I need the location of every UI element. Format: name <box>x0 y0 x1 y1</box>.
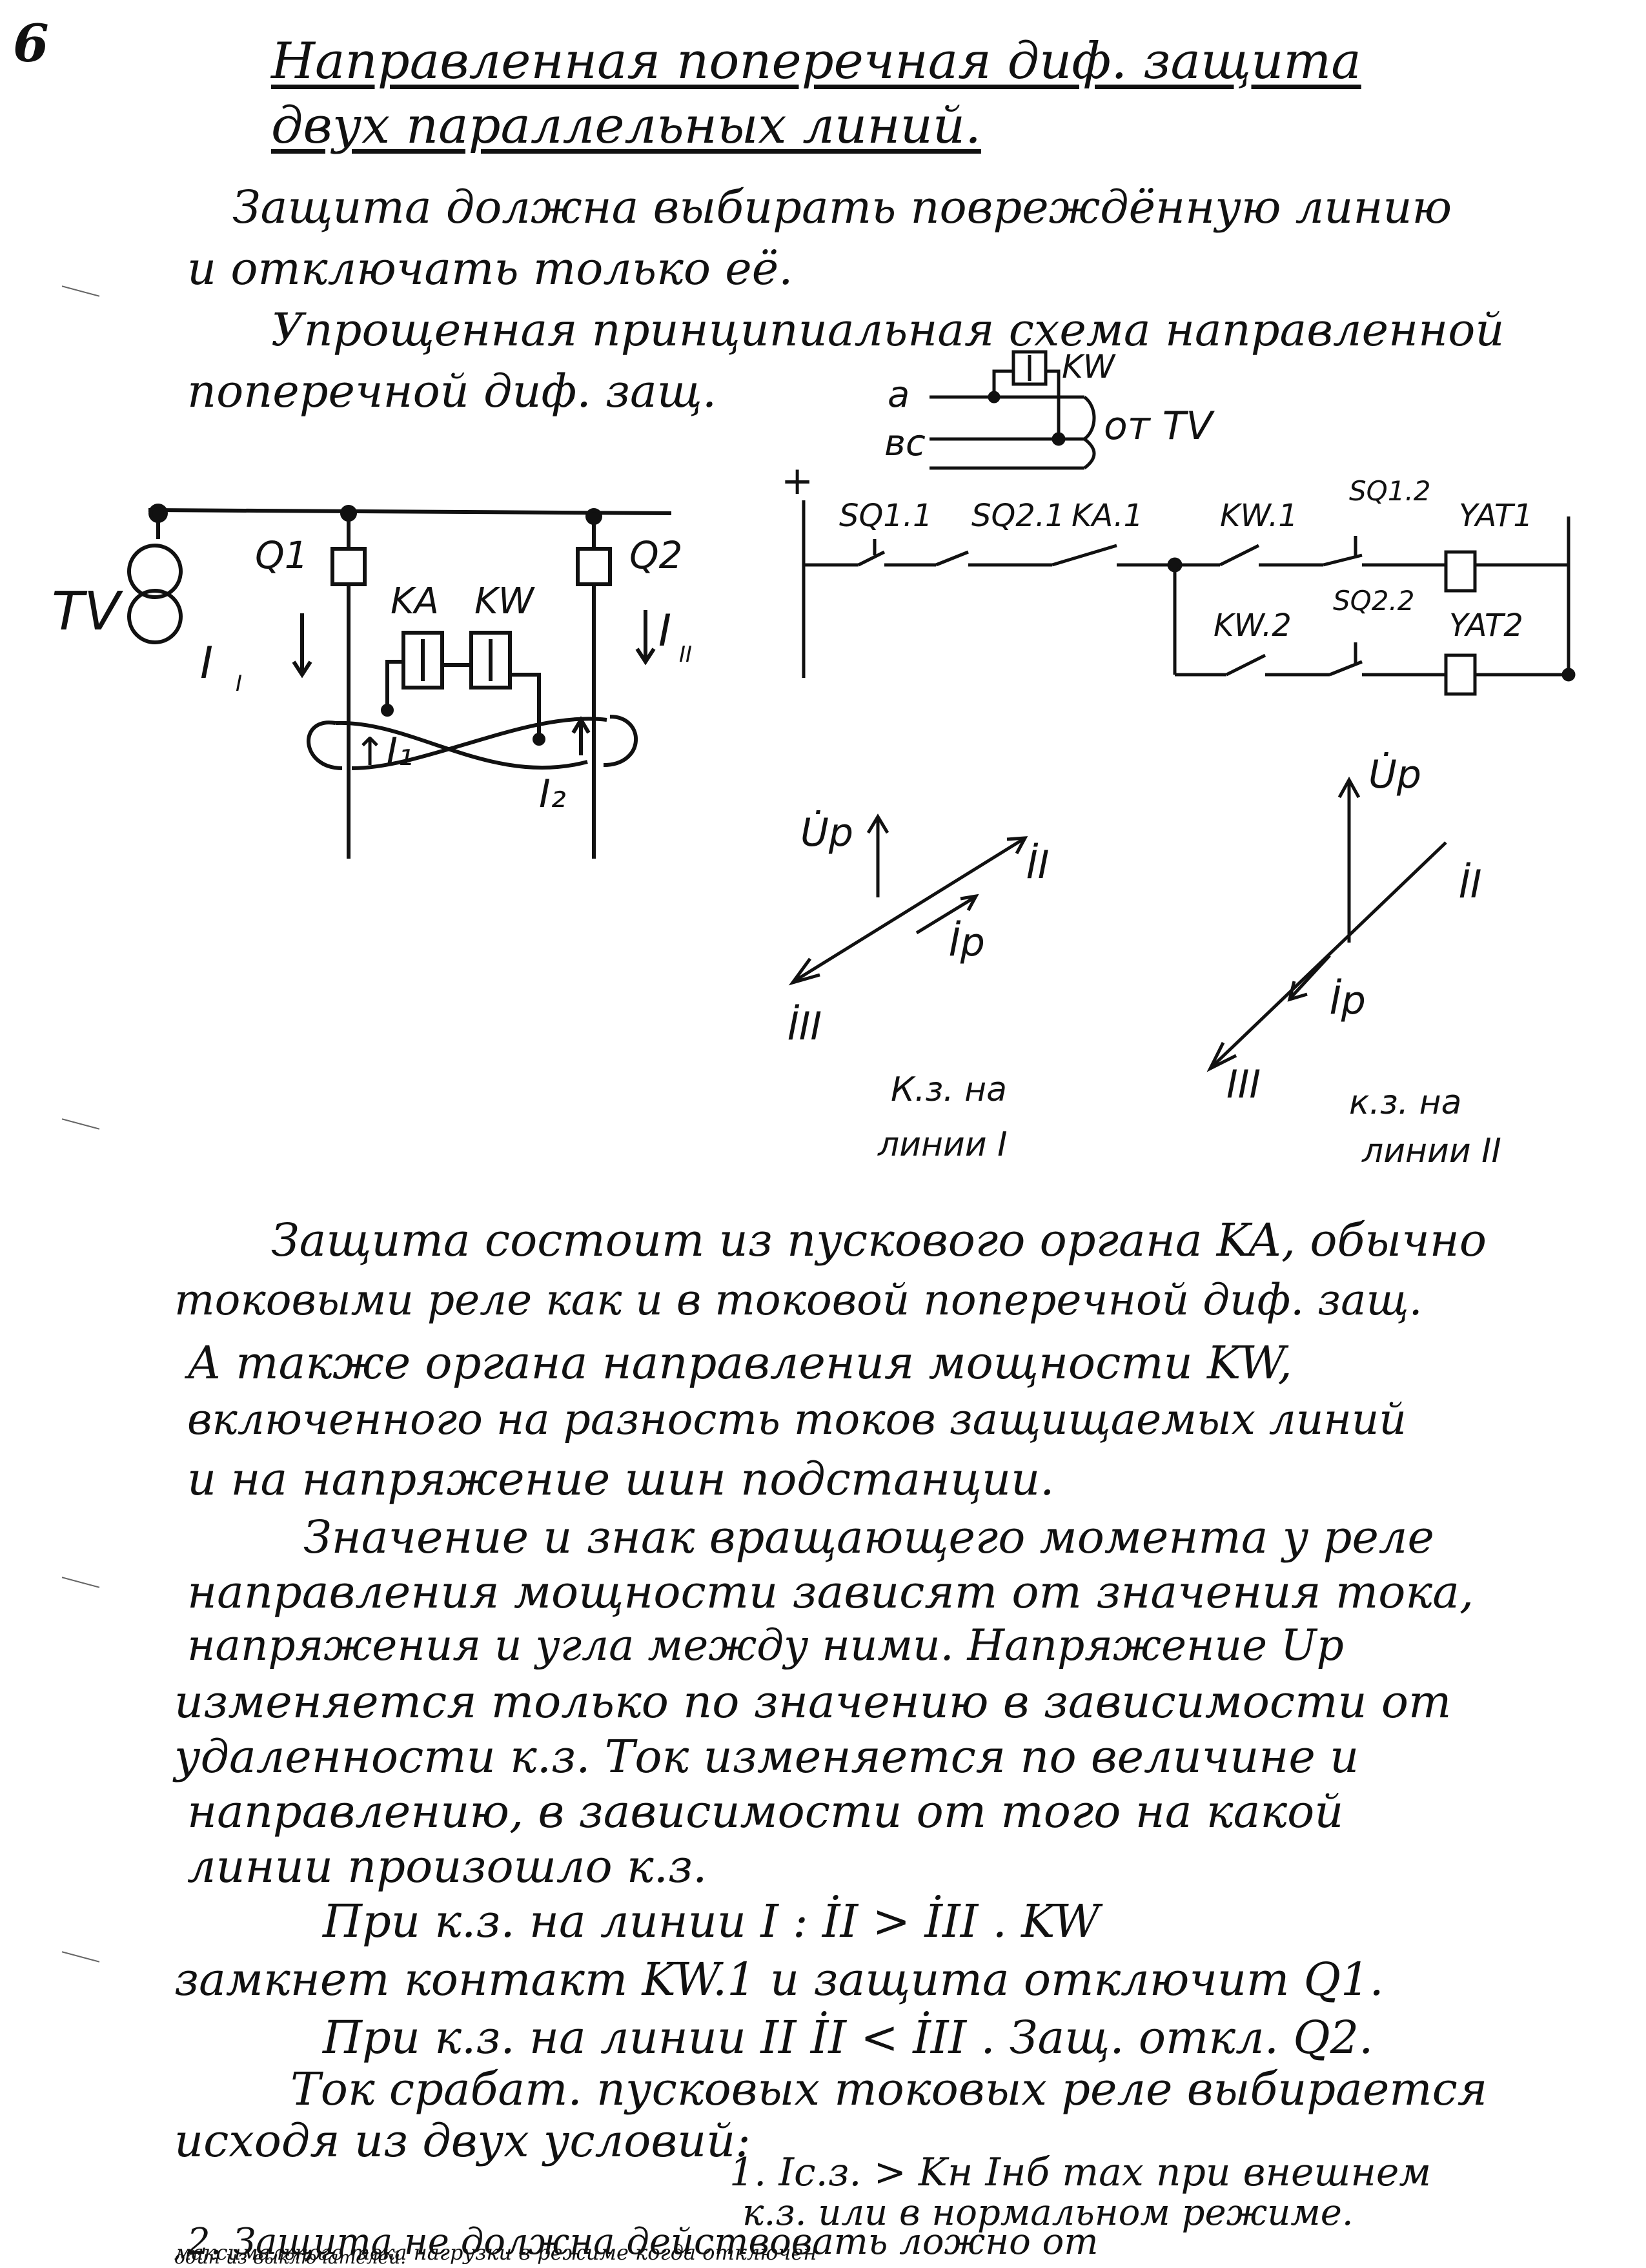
right-caption-1: к.з. на <box>1349 1083 1462 1122</box>
title-line-1: Направленная поперечная диф. защита <box>271 32 1361 90</box>
i2-label: I₂ <box>539 771 566 817</box>
body-line-22: один из выключателей. <box>174 2247 407 2268</box>
body-line-19: к.з. или в нормальном режиме. <box>742 2192 1354 2234</box>
current-line-2-label: I <box>658 606 671 657</box>
left-caption-1: К.з. на <box>891 1070 1007 1109</box>
intro-line-2: и отключать только её. <box>187 242 793 295</box>
sq11-label: SQ1.1 <box>839 498 933 534</box>
body-line-5: и на напряжение шин подстанции. <box>187 1453 1055 1506</box>
left-up-label: U̇p <box>800 810 853 855</box>
current-line-1-label: I <box>200 638 213 689</box>
phase-a-label: a <box>888 374 909 416</box>
body-line-13: При к.з. на линии I : İI > İII . KW <box>323 1895 1100 1948</box>
body-line-16: Ток срабат. пусковых токовых реле выбира… <box>290 2063 1488 2116</box>
page-number: 6 <box>13 13 49 74</box>
body-line-11: направлению, в зависимости от того на ка… <box>187 1785 1344 1838</box>
intro-line-1: Защита должна выбирать повреждённую лини… <box>232 181 1452 234</box>
tv-label: TV <box>52 581 123 642</box>
body-line-15: При к.з. на линии II İI < İII . Защ. отк… <box>323 2011 1374 2064</box>
from-tv-label: от TV <box>1104 404 1215 449</box>
body-line-4: включенного на разность токов защищаемых… <box>187 1395 1407 1444</box>
body-line-10: удаленности к.з. Ток изменяется по велич… <box>174 1730 1359 1783</box>
right-up-label: U̇p <box>1368 751 1421 797</box>
kw-relay-label: KW <box>1062 348 1116 385</box>
left-caption-2: линии I <box>877 1125 1007 1164</box>
body-line-20: 2. Защита не должна действовать ложно от <box>187 2221 1099 2263</box>
left-i2-label: İII <box>787 1003 822 1049</box>
yat1-label: YAT1 <box>1459 498 1533 534</box>
body-line-6: Значение и знак вращающего момента у рел… <box>303 1511 1434 1564</box>
current-line-1-subscript: I <box>236 671 242 697</box>
sq21-label: SQ2.1 <box>971 498 1065 534</box>
sq12-label: SQ1.2 <box>1349 475 1431 507</box>
right-caption-2: линии II <box>1361 1132 1501 1170</box>
right-ip-label: İp <box>1330 977 1366 1023</box>
body-line-9: изменяется только по значению в зависимо… <box>174 1675 1452 1728</box>
body-line-1: Защита состоит из пускового органа KA, о… <box>271 1214 1487 1267</box>
plus-label: + <box>781 458 813 504</box>
right-i2-label: III <box>1226 1062 1261 1107</box>
body-line-18: 1. Iс.з. > Kн Iнб max при внешнем <box>729 2150 1432 2195</box>
body-line-21: максимального тока нагрузки в режиме ког… <box>174 2240 817 2265</box>
sq22-label: SQ2.2 <box>1333 585 1415 617</box>
intro-line-4: поперечной диф. защ. <box>187 365 717 418</box>
title-line-2: двух параллельных линий. <box>271 97 981 155</box>
body-line-17: исходя из двух условий: <box>174 2114 751 2167</box>
q1-label: Q1 <box>255 533 309 577</box>
kw1-label: KW.1 <box>1220 498 1298 534</box>
body-line-2: токовыми реле как и в токовой поперечной… <box>174 1275 1423 1325</box>
intro-line-3: Упрощенная принципиальная схема направле… <box>271 303 1505 356</box>
body-line-3: А также органа направления мощности KW, <box>187 1336 1292 1389</box>
left-i1-label: İI <box>1026 842 1049 888</box>
phase-bc-label: вc <box>884 422 926 464</box>
i1-label: ↑I₁ <box>354 730 413 775</box>
kw-label: KW <box>474 580 536 622</box>
ka1-label: KA.1 <box>1072 498 1143 534</box>
body-line-8: напряжения и угла между ними. Напряжение… <box>187 1620 1344 1670</box>
body-line-12: линии произошло к.з. <box>187 1840 707 1893</box>
body-line-14: замкнет контакт KW.1 и защита отключит Q… <box>174 1953 1384 2006</box>
yat2-label: YAT2 <box>1449 608 1523 644</box>
ka-label: KA <box>391 580 439 622</box>
body-line-7: направления мощности зависят от значения… <box>187 1566 1474 1619</box>
kw2-label: KW.2 <box>1214 608 1292 644</box>
q2-label: Q2 <box>629 533 683 577</box>
right-i1-label: İI <box>1459 861 1481 907</box>
left-ip-label: İp <box>949 919 985 965</box>
current-line-2-subscript: II <box>679 642 692 668</box>
